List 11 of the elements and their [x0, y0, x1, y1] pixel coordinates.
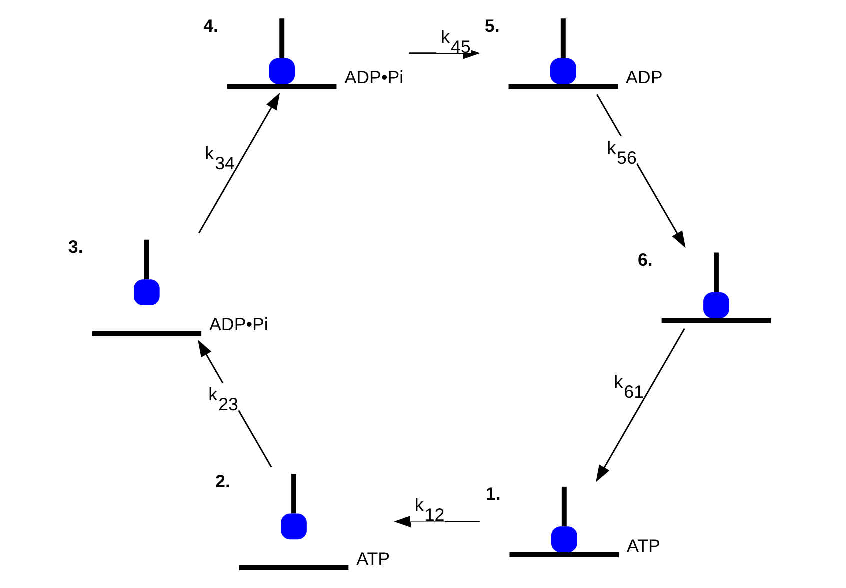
node-label: ADP•Pi	[209, 314, 268, 335]
node-label: ADP	[625, 68, 662, 88]
node-label: 4.	[203, 16, 218, 36]
node-label: 5.	[484, 16, 500, 36]
node-label: ADP•Pi	[344, 68, 404, 88]
node-label: 1.	[485, 484, 500, 504]
node-label: ATP	[356, 548, 390, 569]
node-label: ATP	[626, 536, 660, 556]
node-label: 6.	[637, 250, 652, 270]
node-label: 2.	[215, 471, 230, 492]
node-label: 3.	[68, 237, 83, 258]
